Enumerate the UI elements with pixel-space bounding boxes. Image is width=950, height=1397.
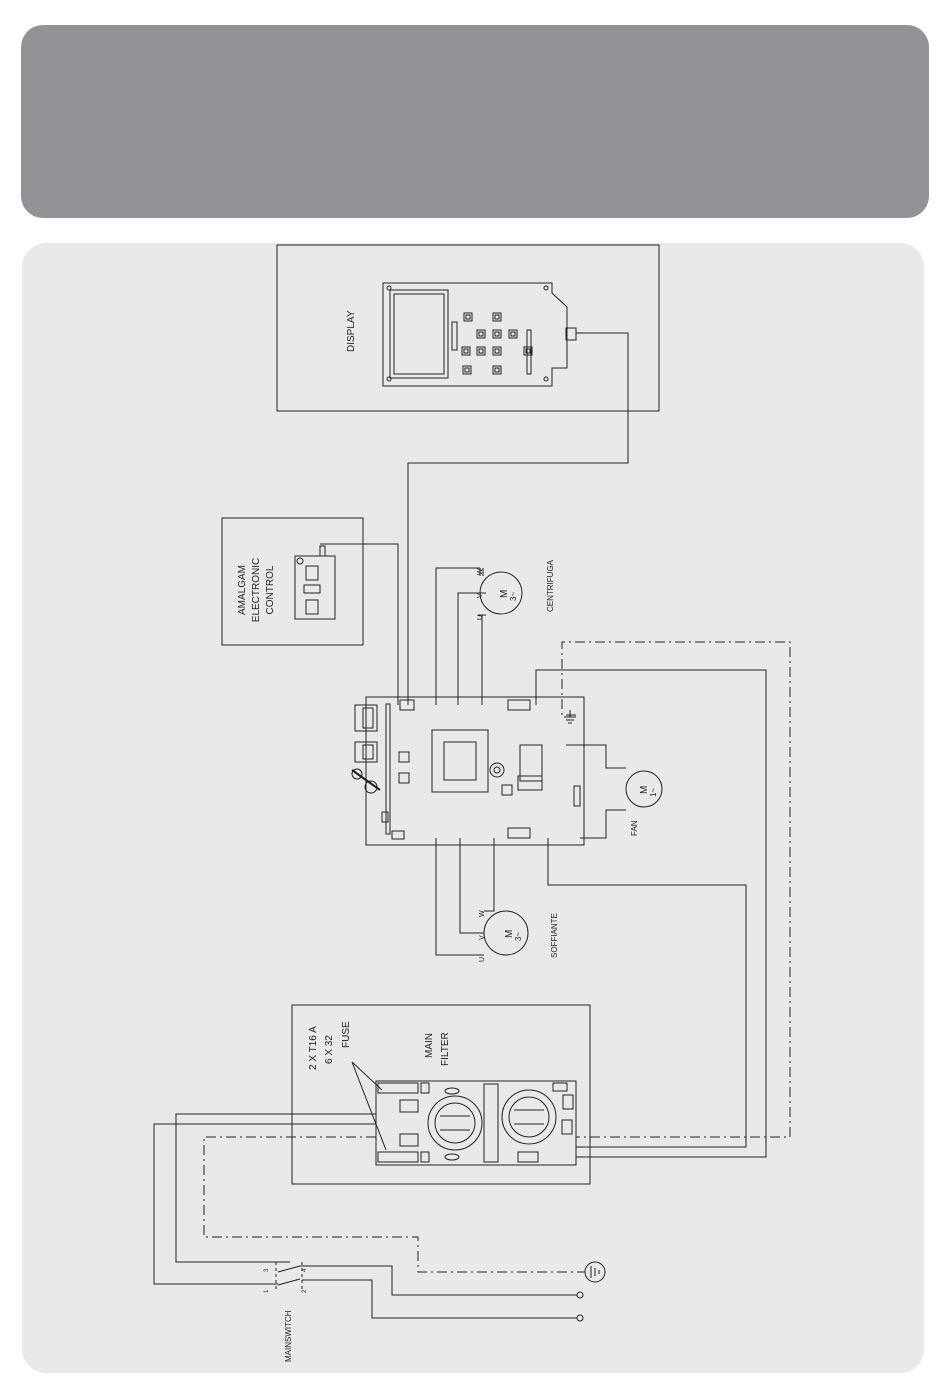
soffiante-terminal-v: V bbox=[479, 935, 486, 940]
display-label: DISPLAY bbox=[346, 310, 357, 352]
filter-fuse-holder-1 bbox=[428, 1096, 482, 1150]
display-screen bbox=[390, 290, 448, 378]
earth-terminal bbox=[585, 1262, 605, 1282]
amalgam-label-line1: AMALGAM bbox=[237, 565, 248, 615]
board-potentiometer bbox=[490, 763, 504, 777]
display-connector bbox=[452, 322, 457, 350]
centrifuga-terminal-u: U bbox=[477, 615, 484, 620]
fuse-label-line3: FUSE bbox=[341, 1021, 352, 1048]
main-switch-label: MAINSWITCH bbox=[284, 1310, 293, 1362]
display-unit bbox=[277, 245, 659, 411]
supply-terminal-l bbox=[577, 1292, 583, 1298]
filter-fuse-holder-2 bbox=[502, 1090, 556, 1144]
filter-label-line2: FILTER bbox=[440, 1032, 451, 1066]
main-control-board bbox=[352, 697, 584, 845]
amalgam-label-line3: CONTROL bbox=[265, 565, 276, 614]
main-filter-frame bbox=[292, 1005, 590, 1184]
display-keypad bbox=[462, 313, 532, 374]
fuse-label-line1: 2 X T16 A bbox=[308, 1026, 319, 1070]
centrifuga-label: CENTRIFUGA bbox=[546, 559, 555, 612]
board-processor bbox=[432, 730, 488, 792]
switch-pin-1: 1 bbox=[264, 1289, 270, 1293]
switch-pin-4: 4 bbox=[302, 1268, 308, 1272]
filter-label-line1: MAIN bbox=[424, 1033, 435, 1058]
display-screen-inner bbox=[394, 294, 444, 374]
switch-pin-3: 3 bbox=[264, 1268, 270, 1272]
soffiante-label: SOFFIANTE bbox=[550, 913, 559, 958]
centrifuga-motor-phase: 3~ bbox=[509, 592, 518, 601]
main-filter-unit bbox=[292, 1005, 590, 1184]
main-board-outline bbox=[366, 697, 584, 845]
amalgam-label-line2: ELECTRONIC bbox=[251, 558, 262, 622]
soffiante-motor-phase: 3~ bbox=[514, 932, 523, 941]
soffiante-terminal-w: W bbox=[479, 910, 486, 917]
supply-terminal-n bbox=[577, 1315, 583, 1321]
main-switch bbox=[276, 1262, 302, 1290]
amalgam-pcb bbox=[295, 556, 335, 619]
fuse-label-line2: 6 X 32 bbox=[324, 1035, 335, 1064]
soffiante-terminal-u: U bbox=[479, 957, 486, 962]
fan-label: FAN bbox=[630, 820, 639, 836]
switch-pin-2: 2 bbox=[302, 1289, 308, 1293]
fan-motor-phase: 1~ bbox=[649, 788, 658, 797]
centrifuga-terminal-w: W bbox=[477, 568, 484, 575]
display-pcb bbox=[383, 283, 567, 386]
centrifuga-terminal-v: V bbox=[477, 593, 484, 598]
wiring bbox=[154, 333, 790, 1318]
